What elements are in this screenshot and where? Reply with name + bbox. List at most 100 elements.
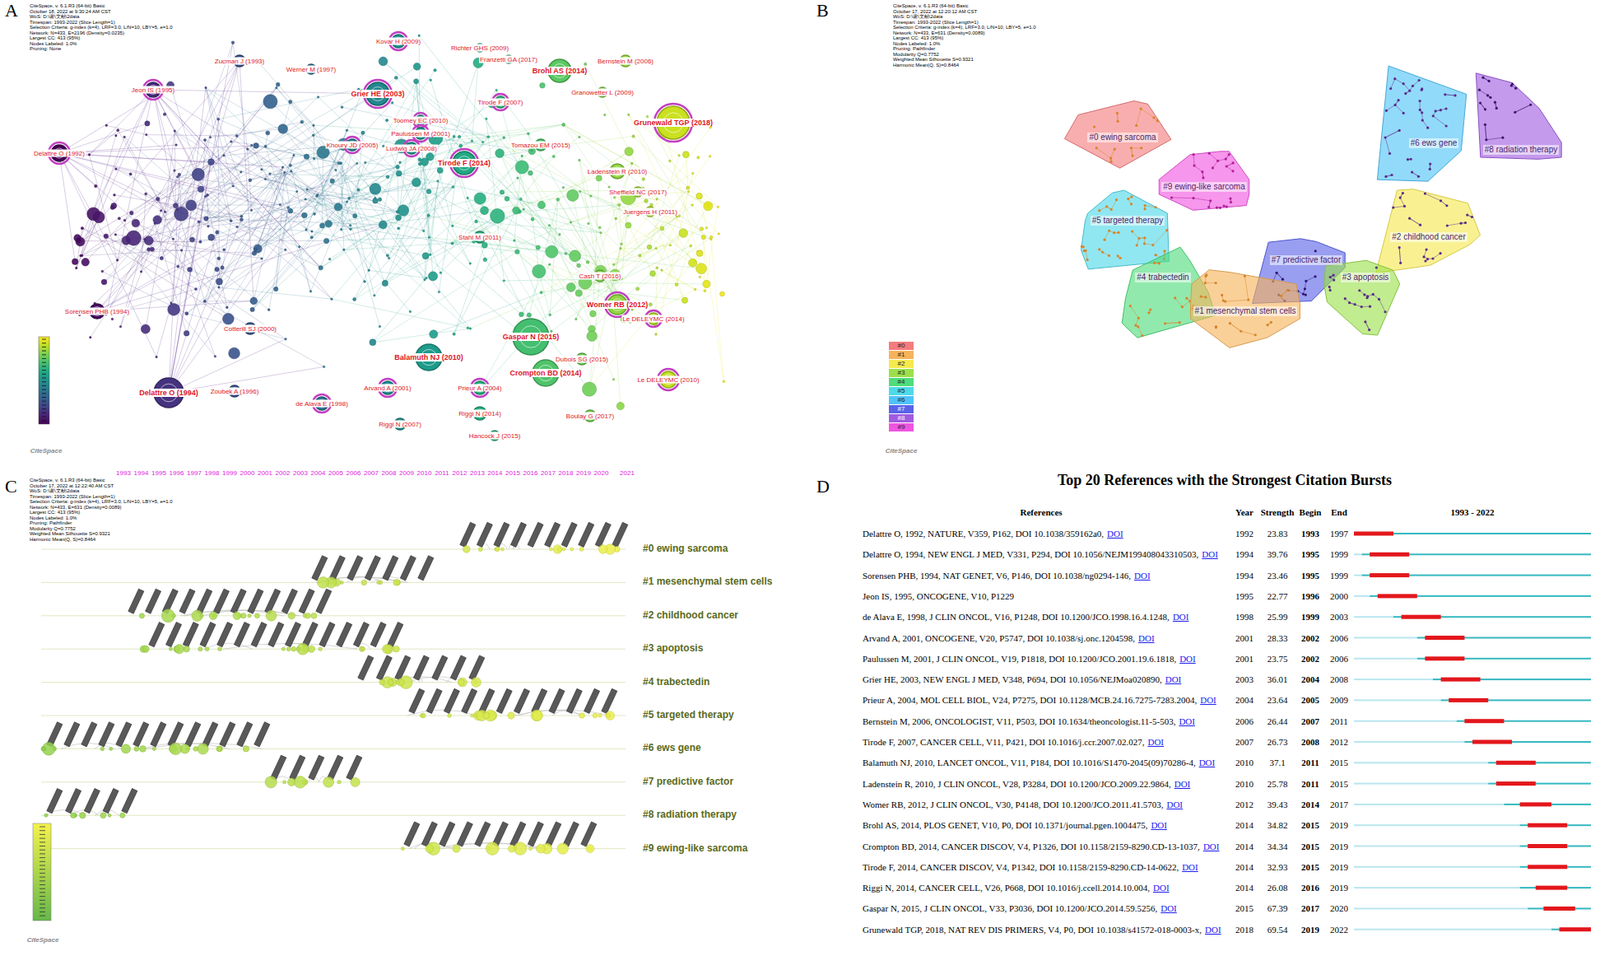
reference-node — [697, 156, 700, 159]
pre-publication-span — [1353, 803, 1504, 805]
citation-link — [250, 144, 354, 180]
reference-node — [74, 266, 78, 270]
legend-swatch: #1 — [888, 350, 914, 359]
cluster-member — [1367, 328, 1371, 331]
citation-link — [665, 131, 702, 269]
citation-link — [106, 89, 154, 315]
reference-node — [395, 164, 400, 169]
color-bar-fill — [38, 336, 50, 424]
reference-node — [250, 306, 255, 312]
cluster-member — [1228, 321, 1232, 325]
timeline-node — [294, 776, 307, 788]
reference-label: Tirode F (2007) — [477, 98, 525, 107]
cluster-link — [1393, 205, 1405, 208]
citation-link — [291, 171, 365, 282]
reference-tag — [400, 555, 416, 581]
citation-link — [454, 245, 485, 335]
reference-node — [369, 183, 382, 196]
reference-tag — [166, 622, 182, 647]
reference-tag — [150, 721, 167, 747]
reference-node — [313, 212, 317, 215]
reference-node — [236, 225, 238, 228]
citation-link — [348, 181, 438, 199]
cluster-member — [1402, 111, 1405, 115]
cluster-link — [1409, 218, 1421, 225]
reference-node — [495, 88, 498, 91]
legend-swatch: #5 — [888, 386, 914, 396]
cluster-link — [1165, 322, 1181, 324]
reference-node — [631, 308, 633, 311]
reference-tag — [185, 721, 201, 747]
cluster-member — [1151, 243, 1154, 247]
timeline-node — [120, 812, 126, 818]
citation-link — [116, 168, 131, 174]
reference-node — [364, 161, 367, 163]
reference-node — [316, 195, 318, 197]
citation-link — [276, 88, 340, 163]
cluster-member — [1204, 295, 1207, 298]
cluster-member — [1130, 153, 1134, 157]
pre-publication-span — [1353, 574, 1363, 577]
reference-tag — [102, 788, 119, 814]
timeline-node — [311, 612, 317, 619]
cluster-member — [1443, 93, 1447, 96]
cluster-member — [1113, 148, 1117, 151]
cluster-member — [1228, 197, 1232, 200]
reference-tag — [217, 622, 233, 647]
reference-node — [495, 148, 505, 159]
timeline-node — [265, 609, 277, 621]
reference-tag — [347, 555, 363, 581]
reference-node — [197, 186, 204, 192]
cluster-link — [1399, 247, 1400, 264]
timeline-node — [548, 547, 553, 551]
timeline-node — [200, 613, 204, 618]
reference-node — [79, 254, 82, 256]
cluster-link — [1484, 124, 1486, 140]
cluster-member — [1439, 199, 1442, 202]
reference-node — [426, 189, 432, 195]
cluster-member — [1086, 258, 1089, 261]
reference-node — [696, 192, 703, 200]
legend-swatch: #9 — [888, 423, 914, 432]
reference-node — [660, 269, 663, 271]
citation-link — [76, 89, 154, 269]
reference-tag — [581, 821, 597, 847]
panel-letter: C — [4, 477, 18, 496]
cluster-member — [1408, 89, 1411, 93]
reference-tag — [595, 521, 611, 547]
color-bar-tick — [41, 381, 47, 382]
citation-link — [59, 145, 256, 154]
reference-node — [612, 263, 614, 266]
reference-node — [208, 158, 215, 166]
reference-node — [709, 235, 713, 239]
citation-link — [704, 206, 718, 291]
timeline-node — [191, 609, 203, 621]
reference-node — [537, 200, 545, 209]
reference-node — [669, 159, 672, 163]
reference-node — [123, 218, 126, 222]
reference-label: Paulussen M (2001) — [390, 130, 452, 138]
cluster-region: #1 mesenchymal stem cells — [1176, 251, 1303, 354]
reference-node — [264, 144, 267, 148]
timeline-node — [471, 677, 482, 688]
timeline-node — [134, 745, 140, 751]
cluster-link — [1365, 321, 1370, 331]
cluster-link — [1193, 154, 1196, 166]
cluster-member — [1358, 288, 1361, 292]
timeline-node — [528, 846, 532, 850]
cluster-member — [1470, 215, 1474, 219]
citation-link — [389, 138, 437, 259]
cluster-member — [1144, 204, 1147, 207]
cluster-member — [1481, 76, 1484, 80]
reference-node — [598, 226, 601, 229]
citation-link — [592, 177, 599, 314]
legend-swatch: #2 — [888, 359, 914, 368]
cluster-link — [1390, 79, 1396, 89]
reference-label: Cotterill SJ (2000) — [223, 325, 278, 333]
reference-node — [616, 401, 624, 410]
timeline-node — [204, 646, 210, 652]
timeline-node — [79, 811, 87, 819]
timeline-node — [553, 544, 563, 554]
reference-node — [284, 248, 287, 251]
citation-link — [104, 186, 234, 283]
